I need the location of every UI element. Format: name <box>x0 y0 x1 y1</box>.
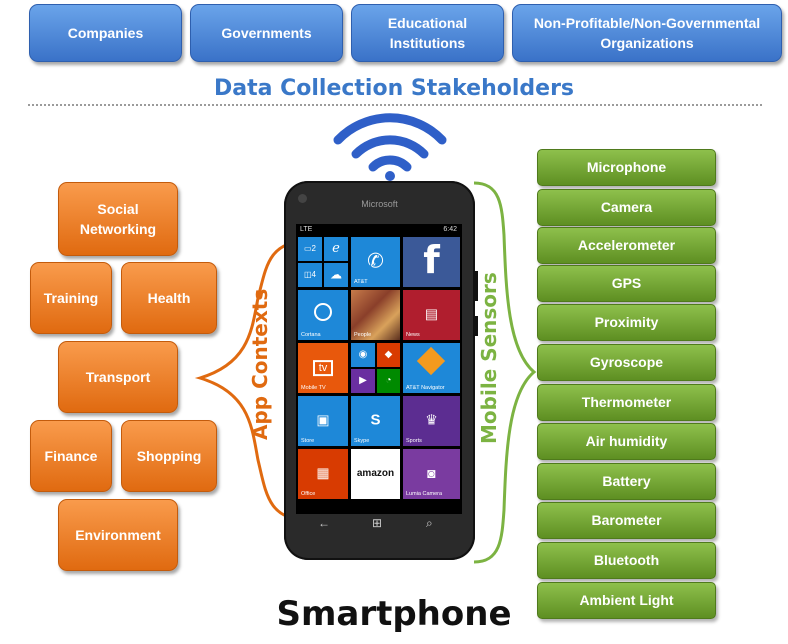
sensor-proximity: Proximity <box>537 304 716 341</box>
wifi-icon <box>333 113 447 181</box>
tile-small-b: ▶ <box>351 369 375 393</box>
sensor-ambient-light: Ambient Light <box>537 582 716 619</box>
stakeholder-educational-institutions: Educational Institutions <box>351 4 504 62</box>
sensor-microphone: Microphone <box>537 149 716 186</box>
stakeholder-ngo: Non-Profitable/Non-Governmental Organiza… <box>512 4 782 62</box>
back-icon: ← <box>318 516 330 530</box>
tile-store: ▣ Store <box>298 396 348 446</box>
tile-small-c: ◔ <box>377 369 400 393</box>
tile-cortana: Cortana <box>298 290 348 340</box>
smartphone-image: Microsoft LTE 6:42 ▭2 e ✆ AT&T f ◫4 ☁ Co… <box>284 181 478 560</box>
sensor-air-humidity: Air humidity <box>537 423 716 460</box>
cortana-icon <box>314 303 332 321</box>
context-transport: Transport <box>58 341 178 413</box>
sensor-camera: Camera <box>537 189 716 226</box>
tile-small-a: ◆ <box>377 343 400 367</box>
status-signal: LTE <box>300 226 313 233</box>
status-time: 6:42 <box>443 226 457 233</box>
smartphone-caption: Smartphone <box>276 594 512 634</box>
phone-brand: Microsoft <box>361 199 398 209</box>
sensor-bluetooth: Bluetooth <box>537 542 716 579</box>
tile-sports: ♛ Sports <box>403 396 460 446</box>
stakeholders-title: Data Collection Stakeholders <box>213 76 575 101</box>
search-icon: ⌕ <box>426 516 433 530</box>
tile-lumia-camera: ◙ Lumia Camera <box>403 449 460 499</box>
tile-messaging: ▭2 <box>298 237 322 261</box>
tile-phone: ✆ AT&T <box>351 237 400 287</box>
tile-onedrive: ☁ <box>324 263 348 287</box>
phone-screen: LTE 6:42 ▭2 e ✆ AT&T f ◫4 ☁ Cortana Peop… <box>296 224 462 514</box>
context-training: Training <box>30 262 112 334</box>
sensor-thermometer: Thermometer <box>537 384 716 421</box>
navigator-icon <box>416 346 446 376</box>
sensor-barometer: Barometer <box>537 502 716 539</box>
sensor-gyroscope: Gyroscope <box>537 344 716 381</box>
app-contexts-bracket <box>194 239 309 522</box>
tile-people: People <box>351 290 400 340</box>
tile-outlook: ◫4 <box>298 263 322 287</box>
volume-button <box>475 271 478 301</box>
mobile-sensors-bracket <box>473 181 537 564</box>
windows-icon: ⊞ <box>372 516 383 530</box>
tile-news: ▤ News <box>403 290 460 340</box>
sensor-accelerometer: Accelerometer <box>537 227 716 264</box>
context-environment: Environment <box>58 499 178 571</box>
context-shopping: Shopping <box>121 420 217 492</box>
tile-att: ◉ <box>351 343 375 367</box>
power-button <box>475 316 478 336</box>
front-camera <box>298 194 307 203</box>
tile-facebook: f <box>403 237 460 287</box>
phone-nav-bar: ← ⊞ ⌕ <box>296 514 462 536</box>
tv-icon: tv <box>312 360 334 377</box>
app-contexts-label: App Contexts <box>248 288 272 440</box>
mobile-sensors-label: Mobile Sensors <box>477 272 501 444</box>
tile-mobile-tv: tv Mobile TV <box>298 343 348 393</box>
tile-amazon: amazon <box>351 449 400 499</box>
tile-office: ▦ Office <box>298 449 348 499</box>
stakeholder-governments: Governments <box>190 4 343 62</box>
tile-skype: S Skype <box>351 396 400 446</box>
context-finance: Finance <box>30 420 112 492</box>
context-health: Health <box>121 262 217 334</box>
stakeholder-companies: Companies <box>29 4 182 62</box>
sensor-battery: Battery <box>537 463 716 500</box>
context-social-networking: Social Networking <box>58 182 178 256</box>
divider <box>28 104 762 106</box>
sensor-gps: GPS <box>537 265 716 302</box>
tile-ie: e <box>324 237 348 261</box>
tile-att-navigator: AT&T Navigator <box>403 343 460 393</box>
